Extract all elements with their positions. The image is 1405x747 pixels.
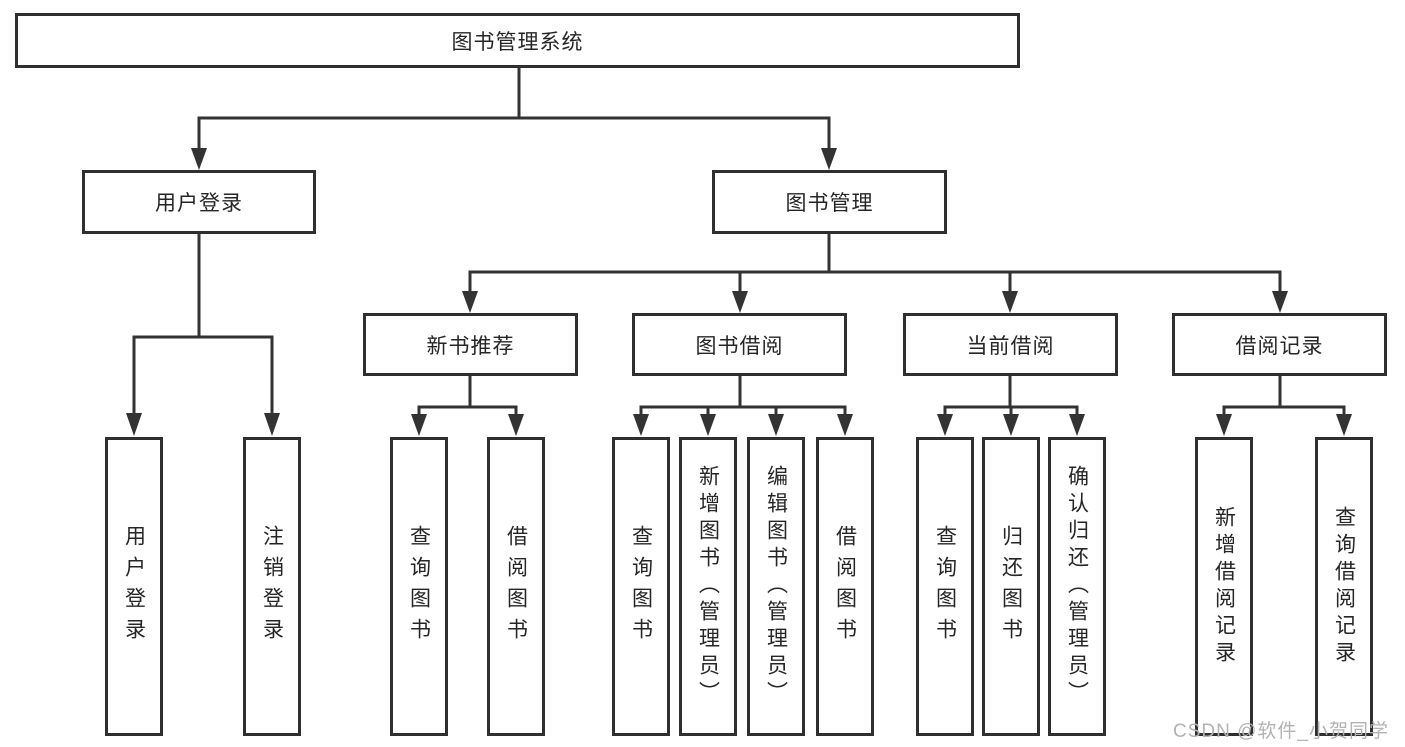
node-root-library-system: 图书管理系统 <box>15 13 1020 68</box>
node-book-borrow: 图书借阅 <box>632 313 847 376</box>
leaf-return-book-label: 归还图书 <box>999 524 1023 649</box>
node-user-login: 用户登录 <box>82 170 316 234</box>
leaf-logout-label: 注销登录 <box>260 524 284 649</box>
leaf-logout: 注销登录 <box>243 437 301 736</box>
leaf-query-books-current: 查询图书 <box>916 437 974 736</box>
leaf-add-book-admin: 新增图书（管理员） <box>679 437 737 736</box>
leaf-add-borrow-record: 新增借阅记录 <box>1195 437 1253 736</box>
node-current-borrow: 当前借阅 <box>903 313 1118 376</box>
node-borrow-records: 借阅记录 <box>1172 313 1387 376</box>
leaf-query-borrow-record: 查询借阅记录 <box>1315 437 1373 736</box>
leaf-borrow-books: 借阅图书 <box>816 437 874 736</box>
leaf-query-books-recommend: 查询图书 <box>390 437 448 736</box>
leaf-add-borrow-record-label: 新增借阅记录 <box>1212 505 1236 668</box>
leaf-borrow-books-recommend: 借阅图书 <box>487 437 545 736</box>
leaf-query-books-recommend-label: 查询图书 <box>407 524 431 649</box>
leaf-user-login-label: 用户登录 <box>122 524 146 649</box>
leaf-query-books-borrow: 查询图书 <box>612 437 670 736</box>
leaf-borrow-books-recommend-label: 借阅图书 <box>504 524 528 649</box>
leaf-query-books-current-label: 查询图书 <box>933 524 957 649</box>
leaf-user-login: 用户登录 <box>105 437 163 736</box>
leaf-query-books-borrow-label: 查询图书 <box>629 524 653 649</box>
leaf-borrow-books-label: 借阅图书 <box>833 524 857 649</box>
node-new-book-recommend: 新书推荐 <box>363 313 578 376</box>
leaf-confirm-return-admin-label: 确认归还（管理员） <box>1065 465 1089 708</box>
leaf-return-book: 归还图书 <box>982 437 1040 736</box>
leaf-confirm-return-admin: 确认归还（管理员） <box>1048 437 1106 736</box>
connector-strokes <box>132 68 1346 414</box>
csdn-watermark: CSDN @软件_小贺同学 <box>1173 721 1389 742</box>
leaf-edit-book-admin-label: 编辑图书（管理员） <box>764 465 788 708</box>
leaf-edit-book-admin: 编辑图书（管理员） <box>747 437 805 736</box>
node-book-management: 图书管理 <box>712 170 947 234</box>
leaf-query-borrow-record-label: 查询借阅记录 <box>1332 505 1356 668</box>
connector-arrowheads <box>126 148 1352 436</box>
leaf-add-book-admin-label: 新增图书（管理员） <box>696 465 720 708</box>
